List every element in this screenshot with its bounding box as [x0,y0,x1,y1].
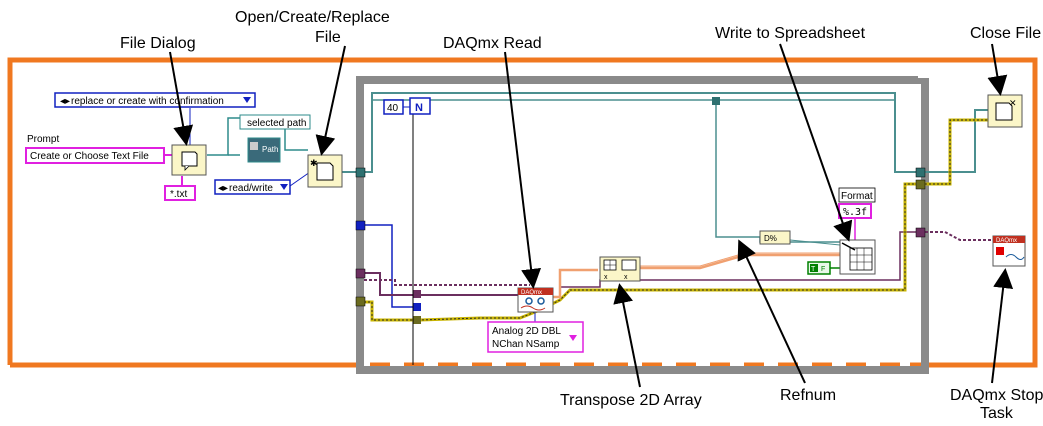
daqmx-read-node[interactable]: DAQmx [517,287,554,313]
pattern-string-constant[interactable]: *.txt [164,185,196,201]
selected-path-indicator: selected path Path [239,114,311,163]
file-dialog-node[interactable] [171,144,207,176]
svg-text:x: x [604,274,608,281]
callout-daqmx-read: DAQmx Read [443,35,542,52]
callout-close-file: Close File [970,25,1041,42]
callout-open-create-replace-2: File [315,29,341,46]
svg-text:Path: Path [262,145,278,154]
boolean-constant[interactable]: T F [807,261,831,275]
svg-text:Create or Choose Text File: Create or Choose Text File [30,151,149,162]
svg-text:40: 40 [387,103,399,114]
daqmx-stop-task-node[interactable]: DAQmx [992,235,1026,267]
svg-text:DAQmx: DAQmx [521,290,542,296]
svg-text:*.txt: *.txt [170,189,187,200]
callout-daqmx-stop-1: DAQmx Stop [950,387,1043,404]
read-mode-selector[interactable]: Analog 2D DBL NChan NSamp [487,321,584,353]
svg-text:read/write: read/write [229,183,273,194]
stop-icon [996,247,1004,255]
for-loop [356,70,932,374]
svg-text:replace or create with confirm: replace or create with confirmation [71,96,224,107]
format-string-constant[interactable]: %.3f [838,203,872,219]
file-dialog-icon [181,151,198,167]
svg-text:✕: ✕ [1009,98,1017,108]
open-create-replace-file-node[interactable]: ✱ [307,154,343,188]
svg-text:DAQmx: DAQmx [996,238,1017,244]
callout-open-create-replace-1: Open/Create/Replace [235,9,390,26]
loop-count-constant[interactable]: 40 [383,99,404,115]
daqmx-read-icon [525,297,533,305]
spreadsheet-grid-icon [849,247,873,271]
svg-text:selected path: selected path [247,118,307,129]
replace-option-enum[interactable]: ◂▸ replace or create with confirmation [54,92,256,108]
prompt-label: Prompt [27,134,59,145]
close-file-node[interactable]: ✕ [987,94,1023,128]
svg-text:x: x [624,274,628,281]
transpose-2d-array-node[interactable]: x x [599,256,641,282]
svg-text:%.3f: %.3f [843,207,867,218]
svg-text:Format: Format [841,191,873,202]
svg-text:◂▸: ◂▸ [60,96,70,107]
loop-count-terminal: N [409,97,431,115]
svg-text:✱: ✱ [310,158,318,168]
callout-file-dialog: File Dialog [120,35,196,52]
loop-tunnels [355,97,926,324]
callout-write-to-spreadsheet: Write to Spreadsheet [715,25,866,42]
write-to-spreadsheet-node[interactable] [839,239,876,275]
close-file-icon [995,102,1013,121]
prompt-string-constant[interactable]: Create or Choose Text File [25,147,165,164]
svg-text:Analog 2D DBL: Analog 2D DBL [492,326,561,337]
callout-refnum: Refnum [780,387,836,404]
callouts: File Dialog Open/Create/Replace File DAQ… [120,9,1043,422]
svg-text:D%: D% [764,234,777,243]
svg-text:◂▸: ◂▸ [218,183,228,194]
svg-text:T: T [811,266,816,273]
svg-text:NChan NSamp: NChan NSamp [492,339,560,350]
open-file-icon [316,162,334,181]
callout-daqmx-stop-2: Task [980,405,1014,421]
path-to-string-node[interactable]: D% [759,230,791,245]
format-label: Format [838,187,876,203]
access-enum[interactable]: ◂▸ read/write [214,179,291,195]
svg-text:N: N [415,102,423,114]
svg-text:F: F [821,266,825,273]
callout-transpose: Transpose 2D Array [560,392,702,409]
